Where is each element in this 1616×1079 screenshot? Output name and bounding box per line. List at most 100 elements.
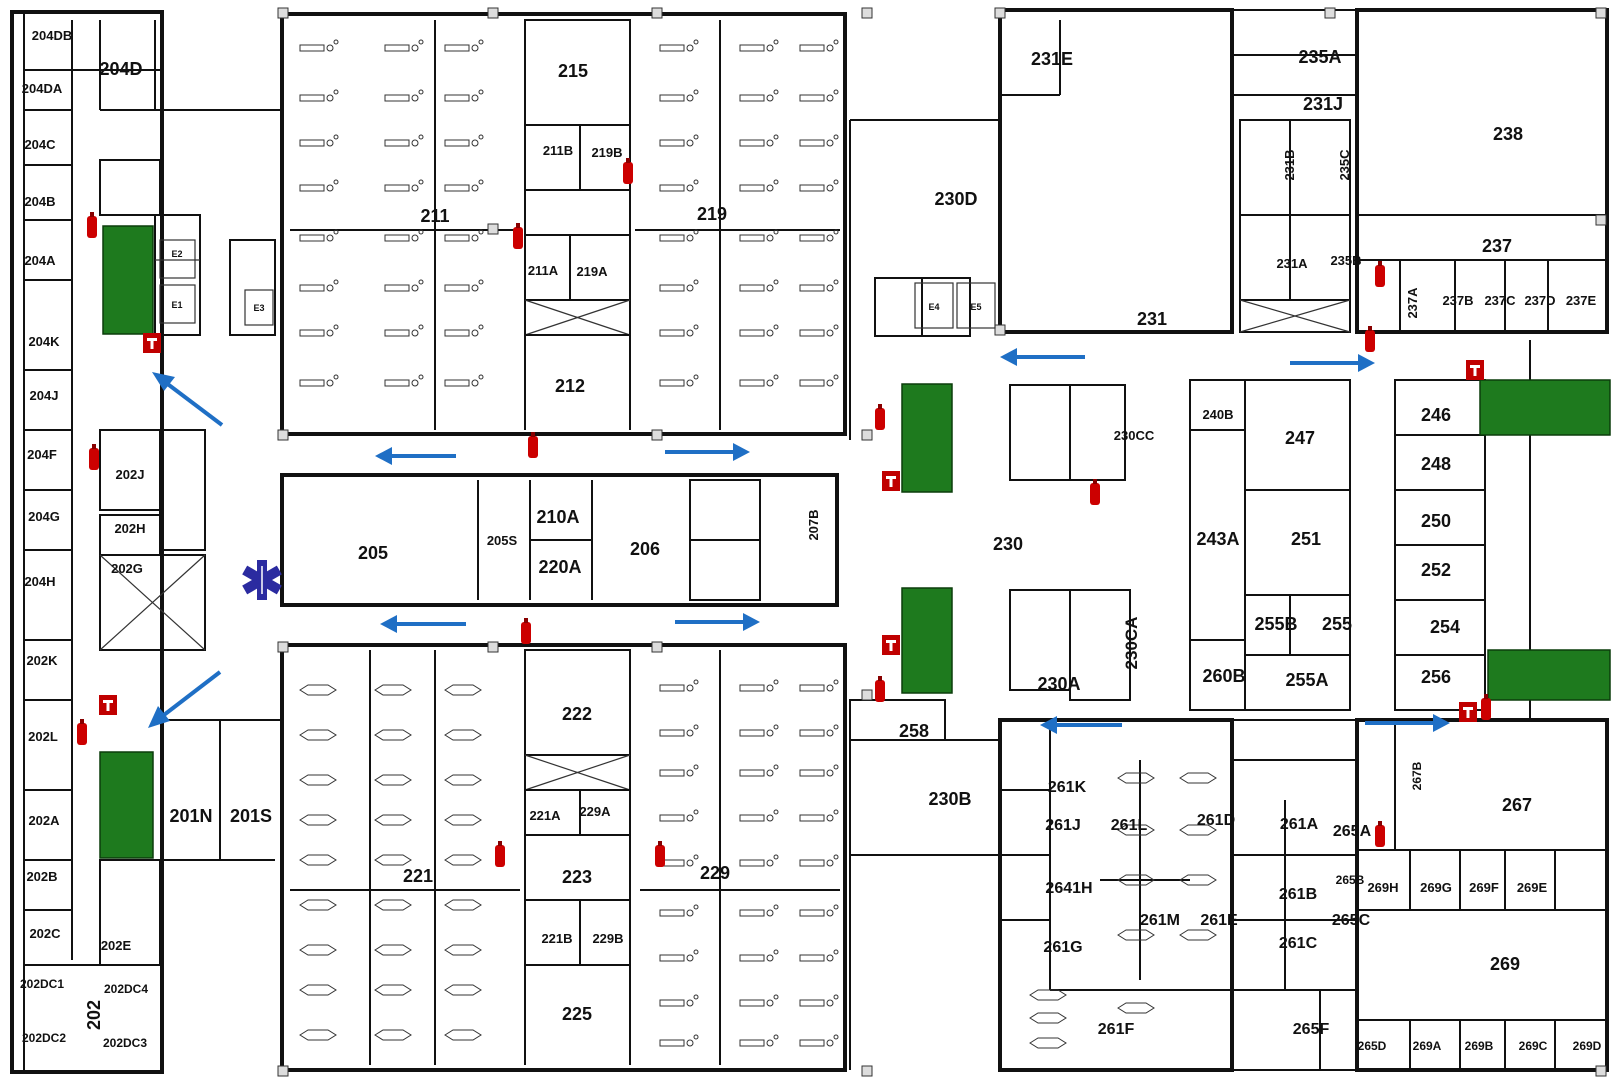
workstation-icon — [739, 134, 779, 147]
bed-icon — [299, 684, 337, 696]
workstation-icon — [659, 809, 699, 822]
arrow-icon — [1290, 354, 1375, 372]
workstation-icon — [739, 809, 779, 822]
room-label: 256 — [1421, 667, 1451, 687]
workstation-icon — [799, 904, 839, 917]
bed-icon — [1117, 772, 1155, 784]
stairwells — [99, 225, 1611, 859]
stair-center-lower — [901, 587, 953, 694]
workstation-icon — [659, 134, 699, 147]
workstation-icon — [799, 179, 839, 192]
room-label: 237D — [1524, 293, 1555, 308]
room-label: 219 — [697, 204, 727, 224]
room-label: 269D — [1573, 1039, 1602, 1053]
fire-extinguisher-icon — [1375, 261, 1385, 287]
room-label: 260B — [1202, 666, 1245, 686]
workstation-icon — [799, 1034, 839, 1047]
room-label: 261K — [1048, 779, 1087, 796]
room-label: 204J — [30, 388, 59, 403]
bed-icon — [1179, 874, 1217, 886]
workstation-icon — [659, 179, 699, 192]
fire-extinguisher-icon — [528, 432, 538, 458]
fire-extinguisher-icon — [1365, 326, 1375, 352]
room-label: 211 — [420, 206, 449, 226]
workstation-icon — [659, 679, 699, 692]
room-label: 204DA — [22, 81, 63, 96]
room-label: 231 — [1137, 309, 1167, 329]
room-label: 204A — [24, 253, 56, 268]
room-label: 202DC1 — [20, 977, 64, 991]
evacuation-arrows — [148, 348, 1450, 734]
room-label: 204H — [24, 574, 55, 589]
room-label: 223 — [562, 867, 592, 887]
room-labels: 204DB 204D 204DA 204C 204B 204A 204K 204… — [20, 28, 1602, 1053]
workstation-icon — [299, 229, 339, 242]
workstation-icon — [299, 324, 339, 337]
bed-icon — [444, 729, 482, 741]
room-label: 265B — [1336, 873, 1365, 887]
arrow-icon — [665, 443, 750, 461]
room-label: 261L — [1111, 817, 1148, 834]
elevator-label: E4 — [928, 302, 939, 312]
room-label: 254 — [1430, 617, 1460, 637]
room-label: 235B — [1330, 253, 1361, 268]
workstation-icon — [384, 134, 424, 147]
arrow-icon — [148, 670, 222, 728]
bed-icon — [374, 984, 412, 996]
room-label: 246 — [1421, 405, 1451, 425]
room-label: 237B — [1442, 293, 1473, 308]
workstation-icon — [799, 324, 839, 337]
workstation-icon — [739, 1034, 779, 1047]
workstation-icon — [444, 374, 484, 387]
bed-icon — [374, 899, 412, 911]
workstation-icon — [659, 854, 699, 867]
fire-alarm-icon — [99, 695, 117, 715]
room-label: 265F — [1293, 1021, 1330, 1038]
room-label: 255B — [1254, 614, 1297, 634]
workstation-icon — [799, 39, 839, 52]
room-label: 230A — [1037, 674, 1080, 694]
room-label: 235A — [1298, 47, 1341, 67]
fire-alarm-icon — [882, 471, 900, 491]
room-label: 261D — [1197, 812, 1235, 829]
bed-icon — [374, 944, 412, 956]
room-label: 211B — [543, 143, 573, 158]
bed-icon — [1117, 929, 1155, 941]
workstation-icon — [739, 949, 779, 962]
workstation-icon — [739, 854, 779, 867]
room-label: 269C — [1519, 1039, 1548, 1053]
workstation-icon — [384, 89, 424, 102]
bed-icon — [444, 1029, 482, 1041]
workstation-icon — [444, 229, 484, 242]
elevator-label: E3 — [253, 303, 264, 313]
workstation-icon — [659, 324, 699, 337]
workstation-icon — [739, 764, 779, 777]
bed-icon — [374, 729, 412, 741]
room-label: 261A — [1280, 816, 1319, 833]
workstation-icon — [659, 764, 699, 777]
room-label: 265A — [1333, 823, 1372, 840]
room-label: 211A — [528, 263, 559, 278]
workstation-icon — [739, 89, 779, 102]
bed-icon — [444, 774, 482, 786]
room-label: 221B — [541, 931, 572, 946]
ems-star-of-life-icon — [242, 560, 282, 600]
bed-icon — [299, 729, 337, 741]
room-label: 230 — [993, 534, 1023, 554]
room-label: 204G — [28, 509, 60, 524]
room-label: 258 — [899, 721, 929, 741]
workstation-icon — [659, 39, 699, 52]
room-label: 252 — [1421, 560, 1451, 580]
room-label: 204B — [24, 194, 55, 209]
workstation-icon — [299, 279, 339, 292]
room-label: 205S — [487, 533, 518, 548]
room-label: 219A — [576, 264, 608, 279]
room-label: 261F — [1098, 1021, 1135, 1038]
room-label: 204K — [28, 334, 60, 349]
workstation-icon — [444, 324, 484, 337]
bed-icon — [444, 984, 482, 996]
arrow-icon — [675, 613, 760, 631]
fire-extinguisher-icon — [875, 676, 885, 702]
bed-icon — [1117, 1002, 1155, 1014]
fire-extinguisher-icon — [1481, 694, 1491, 720]
